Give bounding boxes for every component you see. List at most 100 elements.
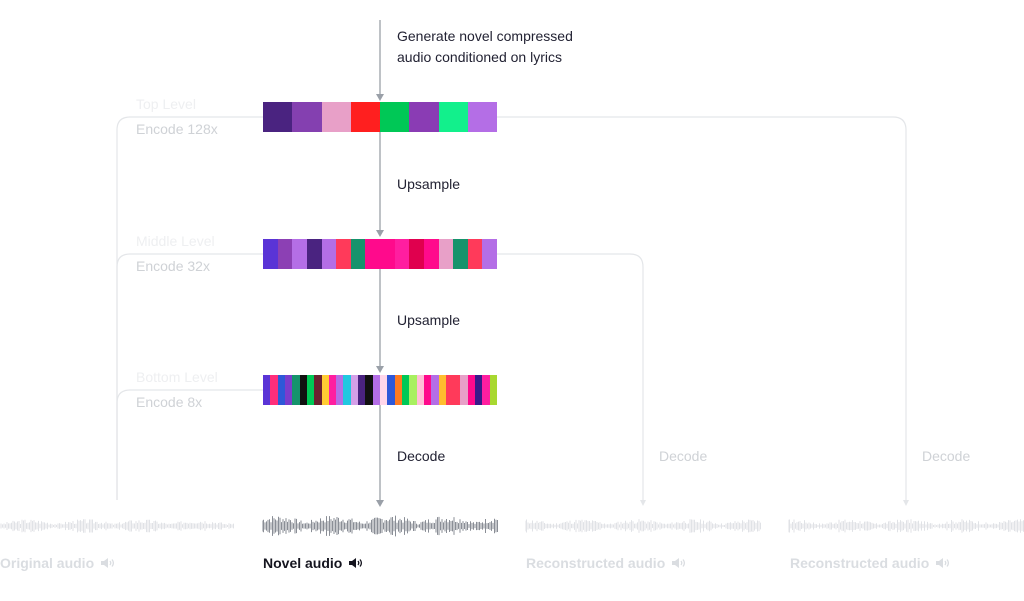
token-bottom-24 (438, 375, 446, 405)
token-bottom-20 (409, 375, 417, 405)
token-bottom-22 (423, 375, 432, 405)
token-middle-12 (438, 239, 454, 269)
token-bottom-25 (445, 375, 454, 405)
arrowhead-middle (376, 230, 384, 237)
token-middle-13 (453, 239, 468, 269)
token-top-0 (263, 102, 293, 132)
arrowhead-bottom (376, 366, 384, 373)
arrowhead-decode-top (903, 500, 909, 506)
token-bar-middle (263, 239, 497, 269)
waveform-novel (262, 515, 498, 537)
token-middle-14 (467, 239, 483, 269)
speaker-icon[interactable] (348, 557, 364, 569)
token-middle-9 (394, 239, 410, 269)
token-top-5 (409, 102, 439, 132)
token-bar-top (263, 102, 497, 132)
token-bottom-15 (372, 375, 380, 405)
token-middle-10 (409, 239, 424, 269)
token-middle-11 (423, 239, 439, 269)
generate-label-line-2: audio conditioned on lyrics (397, 49, 562, 65)
token-bottom-5 (299, 375, 307, 405)
token-bottom-8 (321, 375, 329, 405)
token-top-3 (350, 102, 380, 132)
decode-label-middle: Decode (659, 448, 708, 464)
token-top-6 (438, 102, 468, 132)
audio-label-reconstructed-1: Reconstructed audio (526, 555, 666, 571)
token-top-7 (467, 102, 497, 132)
token-middle-15 (482, 239, 497, 269)
connector-middle-left (116, 253, 263, 500)
connector-top-right (497, 116, 907, 500)
arrowhead-top (376, 94, 384, 101)
token-bottom-16 (380, 375, 388, 405)
token-bottom-27 (460, 375, 468, 405)
connector-bottom-left (116, 389, 263, 500)
token-bottom-14 (365, 375, 373, 405)
level-name-top: Top Level (136, 96, 196, 112)
token-top-4 (380, 102, 410, 132)
speaker-icon[interactable] (671, 557, 687, 569)
waveform-reconstructed-2 (788, 519, 1024, 533)
token-bottom-6 (306, 375, 315, 405)
token-middle-6 (350, 239, 366, 269)
token-bottom-26 (453, 375, 461, 405)
token-top-2 (321, 102, 351, 132)
audio-label-novel: Novel audio (263, 555, 343, 571)
token-middle-3 (306, 239, 322, 269)
token-middle-1 (277, 239, 293, 269)
token-bottom-21 (416, 375, 424, 405)
arrowhead-decode-middle (640, 500, 646, 506)
decode-label-top: Decode (922, 448, 971, 464)
speaker-icon[interactable] (935, 557, 951, 569)
token-middle-8 (380, 239, 395, 269)
audio-item-original[interactable]: Original audio (0, 555, 116, 571)
token-middle-4 (321, 239, 337, 269)
token-bottom-13 (358, 375, 366, 405)
token-bottom-11 (343, 375, 351, 405)
level-name-bottom: Bottom Level (136, 369, 218, 385)
token-bottom-4 (292, 375, 300, 405)
token-bottom-29 (475, 375, 483, 405)
connector-middle-right (497, 253, 644, 500)
upsample-label-1: Upsample (397, 176, 461, 192)
speaker-icon[interactable] (100, 557, 116, 569)
waveform-original (0, 519, 234, 533)
token-bottom-7 (314, 375, 322, 405)
token-bottom-10 (336, 375, 344, 405)
token-bottom-3 (284, 375, 293, 405)
token-bottom-28 (467, 375, 476, 405)
waveform-reconstructed-1 (525, 519, 761, 533)
audio-label-reconstructed-2: Reconstructed audio (790, 555, 930, 571)
audio-item-reconstructed-2[interactable]: Reconstructed audio (790, 555, 951, 571)
audio-label-original: Original audio (0, 555, 95, 571)
decode-label-main: Decode (397, 448, 446, 464)
level-encode-middle: Encode 32x (136, 258, 210, 274)
level-encode-top: Encode 128x (136, 121, 218, 137)
token-bottom-31 (489, 375, 497, 405)
token-bar-bottom (263, 375, 497, 405)
generate-label-line-1: Generate novel compressed (397, 28, 573, 44)
audio-item-reconstructed-1[interactable]: Reconstructed audio (526, 555, 687, 571)
token-top-1 (292, 102, 322, 132)
token-bottom-30 (482, 375, 490, 405)
connector-top-left (116, 116, 263, 500)
token-bottom-1 (270, 375, 278, 405)
token-bottom-0 (263, 375, 271, 405)
level-encode-bottom: Encode 8x (136, 394, 203, 410)
token-bottom-17 (387, 375, 395, 405)
token-middle-7 (365, 239, 380, 269)
token-middle-2 (292, 239, 307, 269)
audio-item-novel[interactable]: Novel audio (263, 555, 364, 571)
token-middle-0 (263, 239, 278, 269)
token-bottom-9 (328, 375, 337, 405)
generate-label: Generate novel compressed audio conditio… (397, 26, 573, 68)
token-bottom-23 (431, 375, 439, 405)
token-bottom-12 (350, 375, 359, 405)
arrowhead-audio (376, 500, 384, 507)
upsample-label-2: Upsample (397, 312, 461, 328)
token-bottom-19 (401, 375, 410, 405)
token-bottom-18 (394, 375, 402, 405)
level-name-middle: Middle Level (136, 233, 215, 249)
token-middle-5 (336, 239, 351, 269)
token-bottom-2 (277, 375, 285, 405)
